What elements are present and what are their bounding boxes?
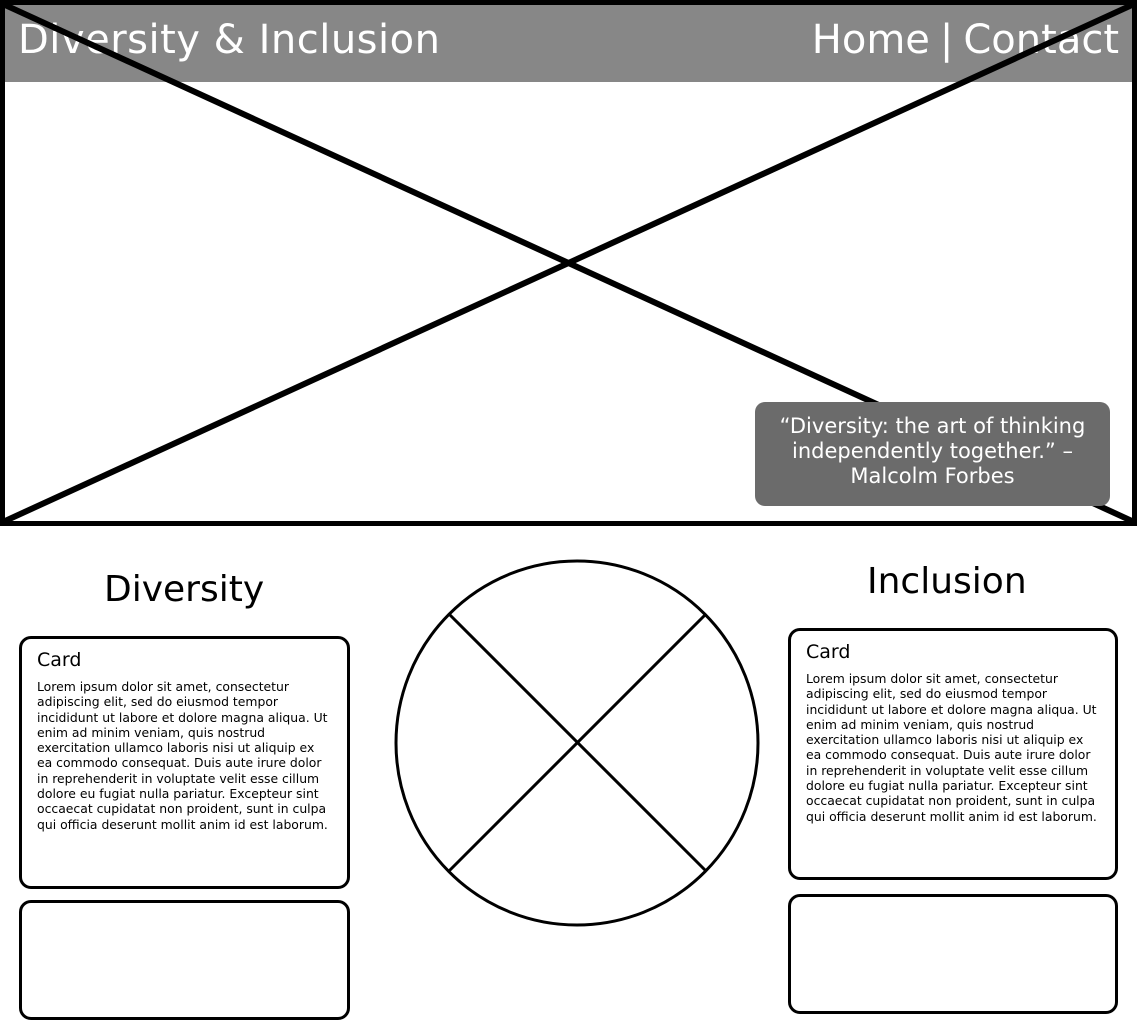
hero-quote: “Diversity: the art of thinking independ… xyxy=(755,402,1110,506)
nav-contact-link[interactable]: Contact xyxy=(963,17,1119,63)
inclusion-card-title: Card xyxy=(806,641,851,663)
header-bar: Diversity & Inclusion Home|Contact xyxy=(5,5,1132,82)
inclusion-card-body: Lorem ipsum dolor sit amet, consectetur … xyxy=(806,671,1097,824)
diversity-card: Card Lorem ipsum dolor sit amet, consect… xyxy=(19,636,350,889)
nav-home-link[interactable]: Home xyxy=(811,17,930,63)
inclusion-card: Card Lorem ipsum dolor sit amet, consect… xyxy=(788,628,1118,880)
center-image-placeholder-icon xyxy=(394,559,760,927)
diversity-card-body: Lorem ipsum dolor sit amet, consectetur … xyxy=(37,679,328,832)
inclusion-card-2 xyxy=(788,894,1118,1014)
site-title: Diversity & Inclusion xyxy=(18,17,441,63)
inclusion-heading: Inclusion xyxy=(867,561,1027,602)
diversity-card-2 xyxy=(19,900,350,1020)
nav-menu: Home|Contact xyxy=(812,16,1119,64)
diversity-heading: Diversity xyxy=(104,569,265,610)
diversity-card-title: Card xyxy=(37,649,82,671)
nav-separator: | xyxy=(939,17,954,63)
hero-image-placeholder: Diversity & Inclusion Home|Contact “Dive… xyxy=(0,0,1137,526)
